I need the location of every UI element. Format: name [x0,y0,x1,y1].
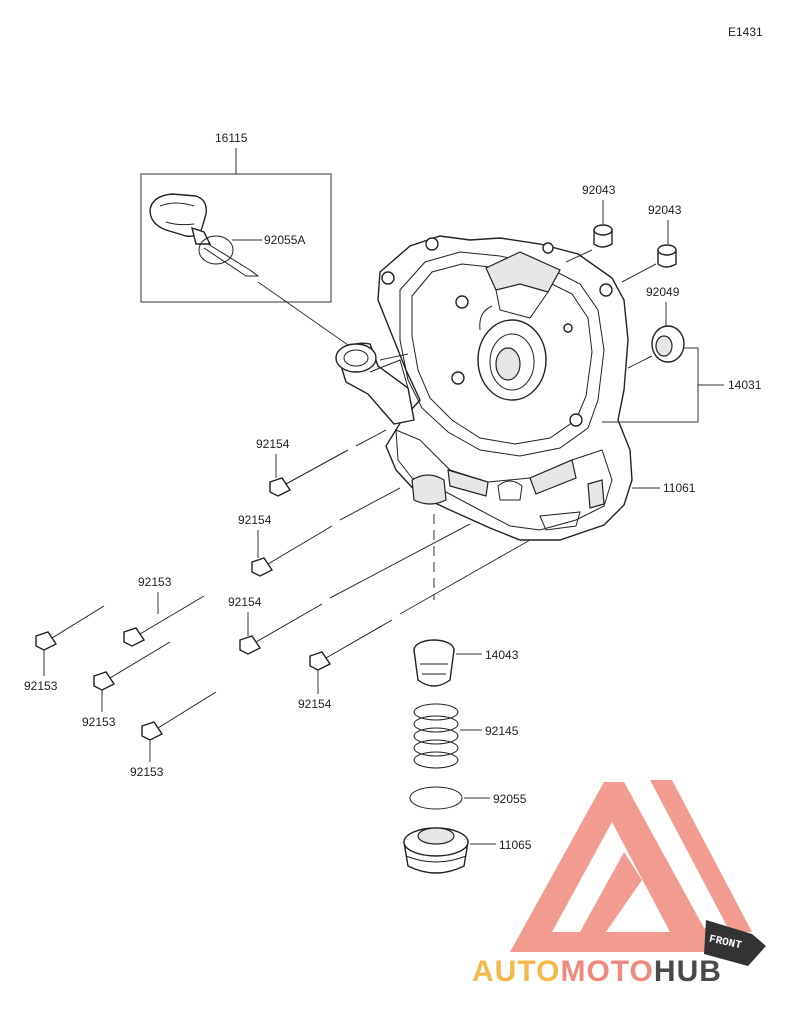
label-92055[interactable]: 92055 [493,792,527,806]
o-ring-92055A [198,235,234,265]
crankcase-cover [335,235,633,541]
label-92043-b[interactable]: 92043 [648,203,682,217]
bolts-92154: 92154 92154 92154 92154 [228,429,531,711]
oil-seal: 92049 [627,285,685,369]
label-16115[interactable]: 16115 [215,131,248,145]
label-92153-d[interactable]: 92153 [130,765,164,779]
watermark-logo: FRONT AUTOMOTOHUB [472,780,766,988]
label-92055A[interactable]: 92055A [264,233,305,247]
label-92145[interactable]: 92145 [485,724,519,738]
label-92049[interactable]: 92049 [646,285,680,299]
label-11061[interactable]: 11061 [663,481,696,495]
label-92154-b[interactable]: 92154 [238,513,272,527]
label-92043-a[interactable]: 92043 [582,183,616,197]
o-ring-92055 [409,786,463,810]
dipstick-callout-box [140,173,332,303]
label-92153-c[interactable]: 92153 [82,715,116,729]
label-14043[interactable]: 14043 [485,648,519,662]
strainer-stack: 14043 92145 92055 11065 [403,514,532,874]
watermark-hub: HUB [654,955,722,988]
front-arrow-badge: FRONT [704,920,766,966]
label-11065[interactable]: 11065 [499,838,532,852]
diagram-code: E1431 [728,25,763,39]
label-92154-d[interactable]: 92154 [298,697,332,711]
dipstick-group: 16115 92055A [140,131,349,346]
bolts-92153: 92153 92153 92153 92153 [24,575,217,779]
dowel-pins: 92043 92043 [565,183,682,283]
label-92153-b[interactable]: 92153 [24,679,58,693]
label-92154-c[interactable]: 92154 [228,595,262,609]
drain-plug-11065 [403,827,469,874]
label-92154-a[interactable]: 92154 [256,437,290,451]
watermark-moto: MOTO [560,955,653,988]
label-14031-group: 14031 [602,347,762,423]
spring-92145 [413,703,459,769]
label-92153-a[interactable]: 92153 [138,575,172,589]
svg-text:AUTOMOTOHUB: AUTOMOTOHUB [472,955,722,988]
label-14031[interactable]: 14031 [728,378,762,392]
watermark-auto: AUTO [472,955,560,988]
